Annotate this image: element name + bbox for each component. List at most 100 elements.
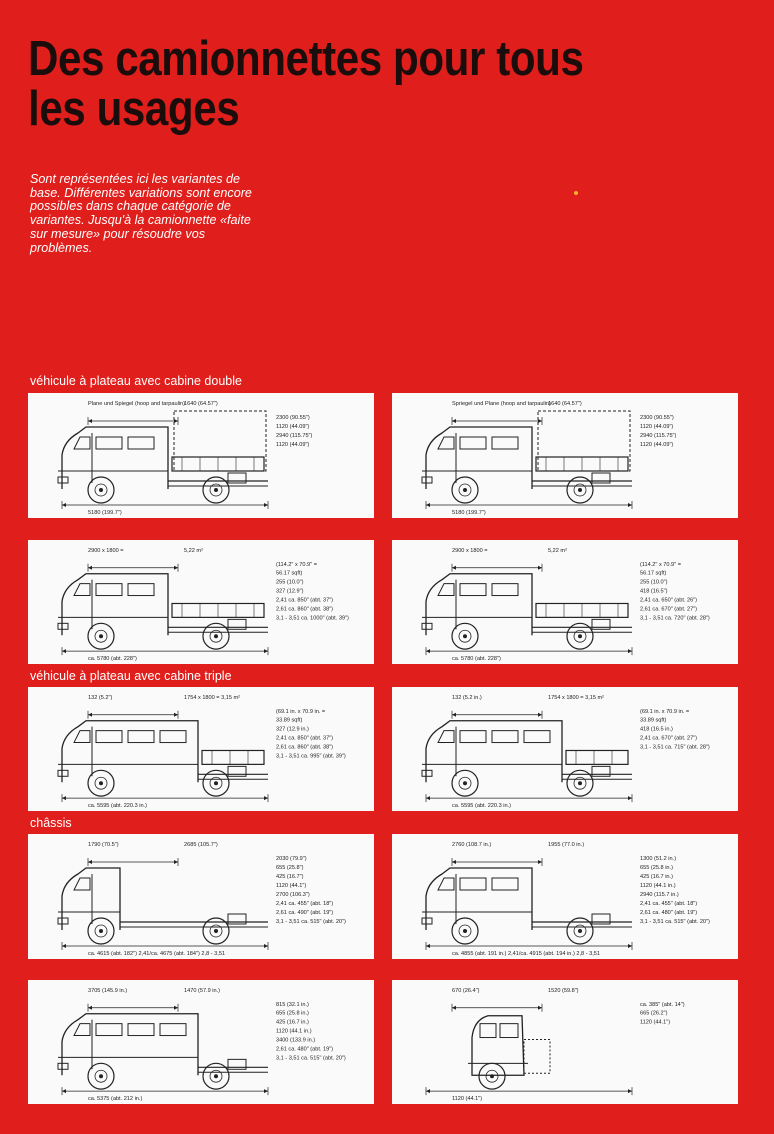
dimension-label: Plane und Spiegel (hoop and tarpaulin) [88, 401, 185, 407]
dimension-label: 418 (16.5 in.) [640, 727, 673, 733]
orange-dot [574, 191, 578, 195]
dimension-label: ca. 4855 (abt. 191 in.) 2,41/ca. 4915 (a… [452, 951, 600, 957]
truck-drawing: 2760 (108.7 in.) 1955 (77.0 in.) 1300 (51.… [421, 842, 710, 957]
drawing-panel: 1790 (70.5") 2685 (105.7") 2030 (79.9") 655… [28, 834, 374, 959]
dimension-label: 1955 (77.0 in.) [548, 842, 584, 848]
truck-drawing: 1790 (70.5") 2685 (105.7") 2030 (79.9") 655… [57, 842, 346, 957]
section-triple-cab: véhicule à plateau avec cabine triple [30, 669, 232, 683]
dimension-label: 2,61 ca. 480" (abt. 19") [276, 1046, 333, 1052]
dimension-label: 1120 (44.09") [276, 442, 309, 448]
dimension-label: 2,41 ca. 455" (abt. 18") [640, 901, 697, 907]
dimension-label: (114.2" x 70.9" = [276, 562, 317, 568]
dimension-label: 2,61 ca. 860" (abt. 38") [276, 745, 333, 751]
truck-drawing: 3705 (145.9 in.) 1470 (57.9 in.) 815 (32.1… [57, 988, 346, 1102]
dimension-label: ca. 5595 (abt. 220.3 in.) [88, 803, 147, 809]
drawing-panel: Plane und Spiegel (hoop and tarpaulin)16… [28, 393, 374, 518]
dimension-label: ca. 5780 (abt. 228") [88, 656, 137, 662]
dimension-label: 2,41 ca. 650" (abt. 26") [640, 598, 697, 604]
dimension-label: 2300 (90.55") [276, 415, 310, 421]
dimension-label: 327 (12.9 in.) [276, 727, 309, 733]
dimension-label: 1120 (44.1") [452, 1096, 482, 1102]
page-title: Des camionnettes pour tous les usages [28, 32, 584, 136]
dimension-label: 132 (5.2 in.) [452, 695, 482, 701]
dimension-label: 3,1 - 3,51 ca. 1000" (abt. 39") [276, 615, 349, 621]
dimension-label: 2,41 ca. 850" (abt. 37") [276, 598, 333, 604]
truck-drawing: 132 (5.2 in.)1754 x 1800 = 3,15 m²(69.1 … [421, 695, 710, 809]
dimension-label: 815 (32.1 in.) [276, 1002, 309, 1008]
truck-drawing: 132 (5.2")1754 x 1800 = 3,15 m²(69.1 in.… [57, 695, 346, 809]
dimension-label: 2940 (115.75") [276, 433, 313, 439]
dimension-label: 1470 (57.9 in.) [184, 988, 220, 994]
dimension-label: 665 (26.2") [640, 1011, 668, 1017]
dimension-label: 1300 (51.2 in.) [640, 856, 676, 862]
dimension-label: 2,61 ca. 670" (abt. 27") [640, 606, 697, 612]
dimension-label: 2900 x 1800 = [452, 548, 488, 554]
dimension-label: 3,1 - 3,51 ca. 715" (abt. 28") [640, 745, 710, 751]
intro-text: Sont représentées ici les variantes de b… [30, 172, 252, 255]
dimension-label: ca. 5595 (abt. 220.3 in.) [452, 803, 511, 809]
dimension-label: 1120 (44.1") [276, 883, 306, 889]
dimension-label: 3,1 - 3,51 ca. 515" (abt. 20") [276, 1055, 346, 1061]
dimension-label: 2,61 ca. 860" (abt. 38") [276, 606, 333, 612]
dimension-label: 2760 (108.7 in.) [452, 842, 491, 848]
dimension-label: 56.17 sqft) [640, 571, 667, 577]
drawing-panel: 670 (26.4") 1520 (59.8") ca. 385" (abt. 14… [392, 980, 738, 1104]
dimension-label: 5180 (199.7") [88, 510, 122, 516]
dimension-label: 2940 (115.75") [640, 433, 677, 439]
dimension-label: 425 (16.7 in.) [276, 1020, 309, 1026]
truck-outline [421, 867, 632, 945]
truck-outline [57, 867, 268, 945]
drawing-panel: 2760 (108.7 in.) 1955 (77.0 in.) 1300 (51.… [392, 834, 738, 959]
dimension-label: 2700 (106.3") [276, 892, 310, 898]
dimension-label: 56.17 sqft) [276, 571, 303, 577]
dimension-label: 1790 (70.5") [88, 842, 119, 848]
truck-outline [421, 720, 632, 797]
truck-drawing: 670 (26.4") 1520 (59.8") ca. 385" (abt. 14… [425, 988, 685, 1102]
dimension-label: 33.89 sqft) [276, 718, 303, 724]
dimension-label: 2300 (90.55") [640, 415, 674, 421]
dimension-label: (114.2" x 70.9" = [640, 562, 681, 568]
dimension-label: 655 (25.8") [276, 865, 304, 871]
dimension-label: 2,61 ca. 490" (abt. 19") [276, 910, 333, 916]
dimension-label: 670 (26.4") [452, 988, 480, 994]
truck-outline [57, 1013, 268, 1090]
dimension-label: 3,1 - 3,51 ca. 995" (abt. 39") [276, 753, 346, 759]
dimension-label: 255 (10.0") [640, 580, 668, 586]
dimension-label: 2030 (79.9") [276, 856, 307, 862]
dimension-label: 327 (12.9") [276, 589, 304, 595]
dimension-label: 5,22 m² [548, 548, 567, 554]
dimension-label: ca. 385" (abt. 14") [640, 1002, 685, 1008]
section-chassis: châssis [30, 816, 72, 830]
dimension-label: 2,41 ca. 850" (abt. 37") [276, 736, 333, 742]
dimension-label: 3400 (133.9 in.) [276, 1038, 315, 1044]
drawing-panel: 2900 x 1800 = 5,22 m² (114.2" x 70.9" = 56.… [392, 540, 738, 664]
dimension-label: 2685 (105.7") [184, 842, 218, 848]
dimension-label: 418 (16.5") [640, 589, 668, 595]
dimension-label: 5180 (199.7") [452, 510, 486, 516]
drawing-panel: Spriegel und Plane (hoop and tarpaulin)1… [392, 393, 738, 518]
truck-drawing: Spriegel und Plane (hoop and tarpaulin)1… [421, 401, 677, 516]
truck-drawing: Plane und Spiegel (hoop and tarpaulin)16… [57, 401, 313, 516]
dimension-label: 655 (25.8 in.) [640, 865, 673, 871]
dimension-label: 5,22 m² [184, 548, 203, 554]
truck-outline [468, 1015, 551, 1090]
dimension-label: 3705 (145.9 in.) [88, 988, 127, 994]
truck-drawing: 2900 x 1800 = 5,22 m² (114.2" x 70.9" = 56.… [421, 548, 710, 662]
dimension-label: (69.1 in. x 70.9 in. = [640, 709, 689, 715]
drawing-panel: 3705 (145.9 in.) 1470 (57.9 in.) 815 (32.1… [28, 980, 374, 1104]
dimension-label: 2940 (115.7 in.) [640, 892, 679, 898]
dimension-label: 3,1 - 3,51 ca. 720" (abt. 28") [640, 615, 710, 621]
dimension-label: 2,41 ca. 455" (abt. 18") [276, 901, 333, 907]
dimension-label: 1120 (44.09") [640, 442, 673, 448]
truck-drawing: 2900 x 1800 =5,22 m²(114.2" x 70.9" =56.… [57, 548, 349, 662]
dimension-label: 1520 (59.8") [548, 988, 579, 994]
dimension-label: 2,41 ca. 670" (abt. 27") [640, 736, 697, 742]
truck-outline [57, 720, 268, 797]
truck-outline [57, 410, 268, 504]
dimension-label: 1120 (44.1 in.) [276, 1029, 312, 1035]
drawing-panel: 2900 x 1800 =5,22 m²(114.2" x 70.9" =56.… [28, 540, 374, 664]
dimension-label: 655 (25.8 in.) [276, 1011, 309, 1017]
dimension-label: 255 (10.0") [276, 580, 304, 586]
dimension-label: 1640 (64.57") [184, 401, 218, 407]
dimension-label: 1120 (44.1 in.) [640, 883, 676, 889]
